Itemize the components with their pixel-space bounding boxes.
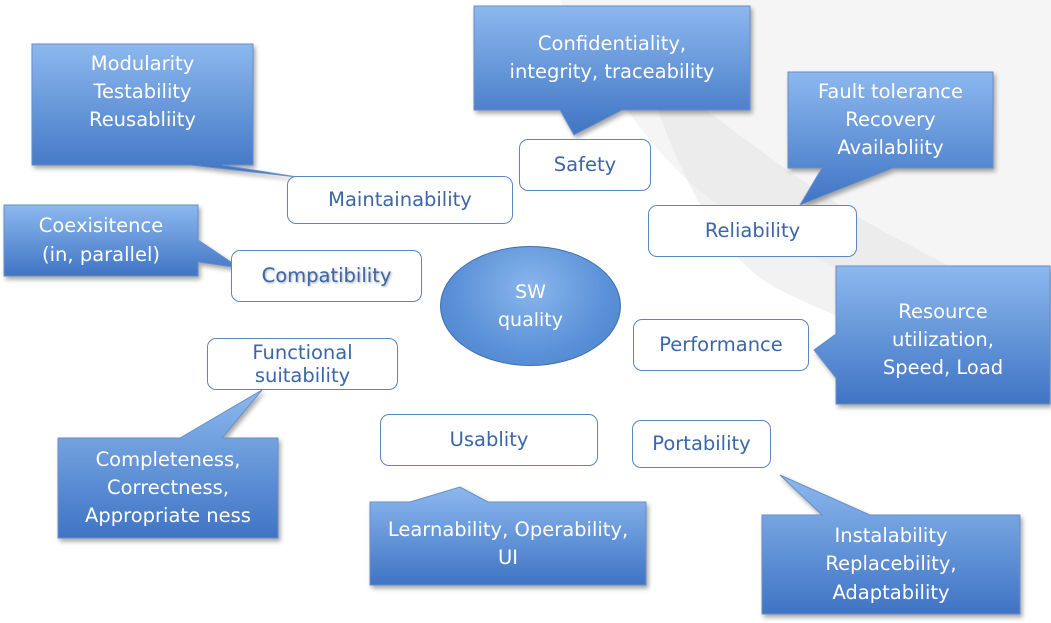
box-maintainability: Maintainability	[287, 176, 513, 224]
callout-portability-shape	[761, 474, 1021, 615]
box-compatibility: Compatibility	[231, 250, 422, 302]
box-reliability: Reliability	[648, 205, 857, 257]
box-performance: Performance	[633, 319, 809, 371]
callout-usability-text: Learnability, Operability, UI	[387, 517, 629, 569]
box-functional-suitability: Functional suitability	[207, 338, 398, 390]
callout-functional-suitability-text: Completeness, Correctness, Appropriate n…	[85, 447, 251, 528]
callout-compatibility-shape	[3, 204, 241, 277]
center-sw-quality: SW quality	[440, 246, 621, 366]
callout-reliability-shape	[787, 71, 994, 207]
callout-maintainability-shape	[31, 43, 298, 178]
callout-maintainability-text: Modularity Testability Reusabliity	[89, 51, 196, 132]
callout-performance-text: Resource utilization, Speed, Load	[882, 299, 1004, 380]
box-safety: Safety	[519, 139, 651, 191]
callout-reliability-text: Fault tolerance Recovery Availabliity	[817, 79, 964, 160]
box-usability: Usablity	[380, 414, 598, 466]
box-portability: Portability	[632, 420, 771, 468]
callout-functional-suitability-shape	[57, 389, 279, 539]
callout-usability-shape	[369, 486, 647, 586]
callout-safety-shape	[473, 5, 751, 136]
callout-safety-text: Confidentiality, integrity, traceability	[509, 31, 715, 83]
callout-performance-shape	[813, 265, 1051, 405]
callout-portability-text: Instalability Replacebility, Adaptabilit…	[825, 524, 957, 604]
callout-compatibility-text: Coexisitence (in, parallel)	[38, 214, 164, 266]
